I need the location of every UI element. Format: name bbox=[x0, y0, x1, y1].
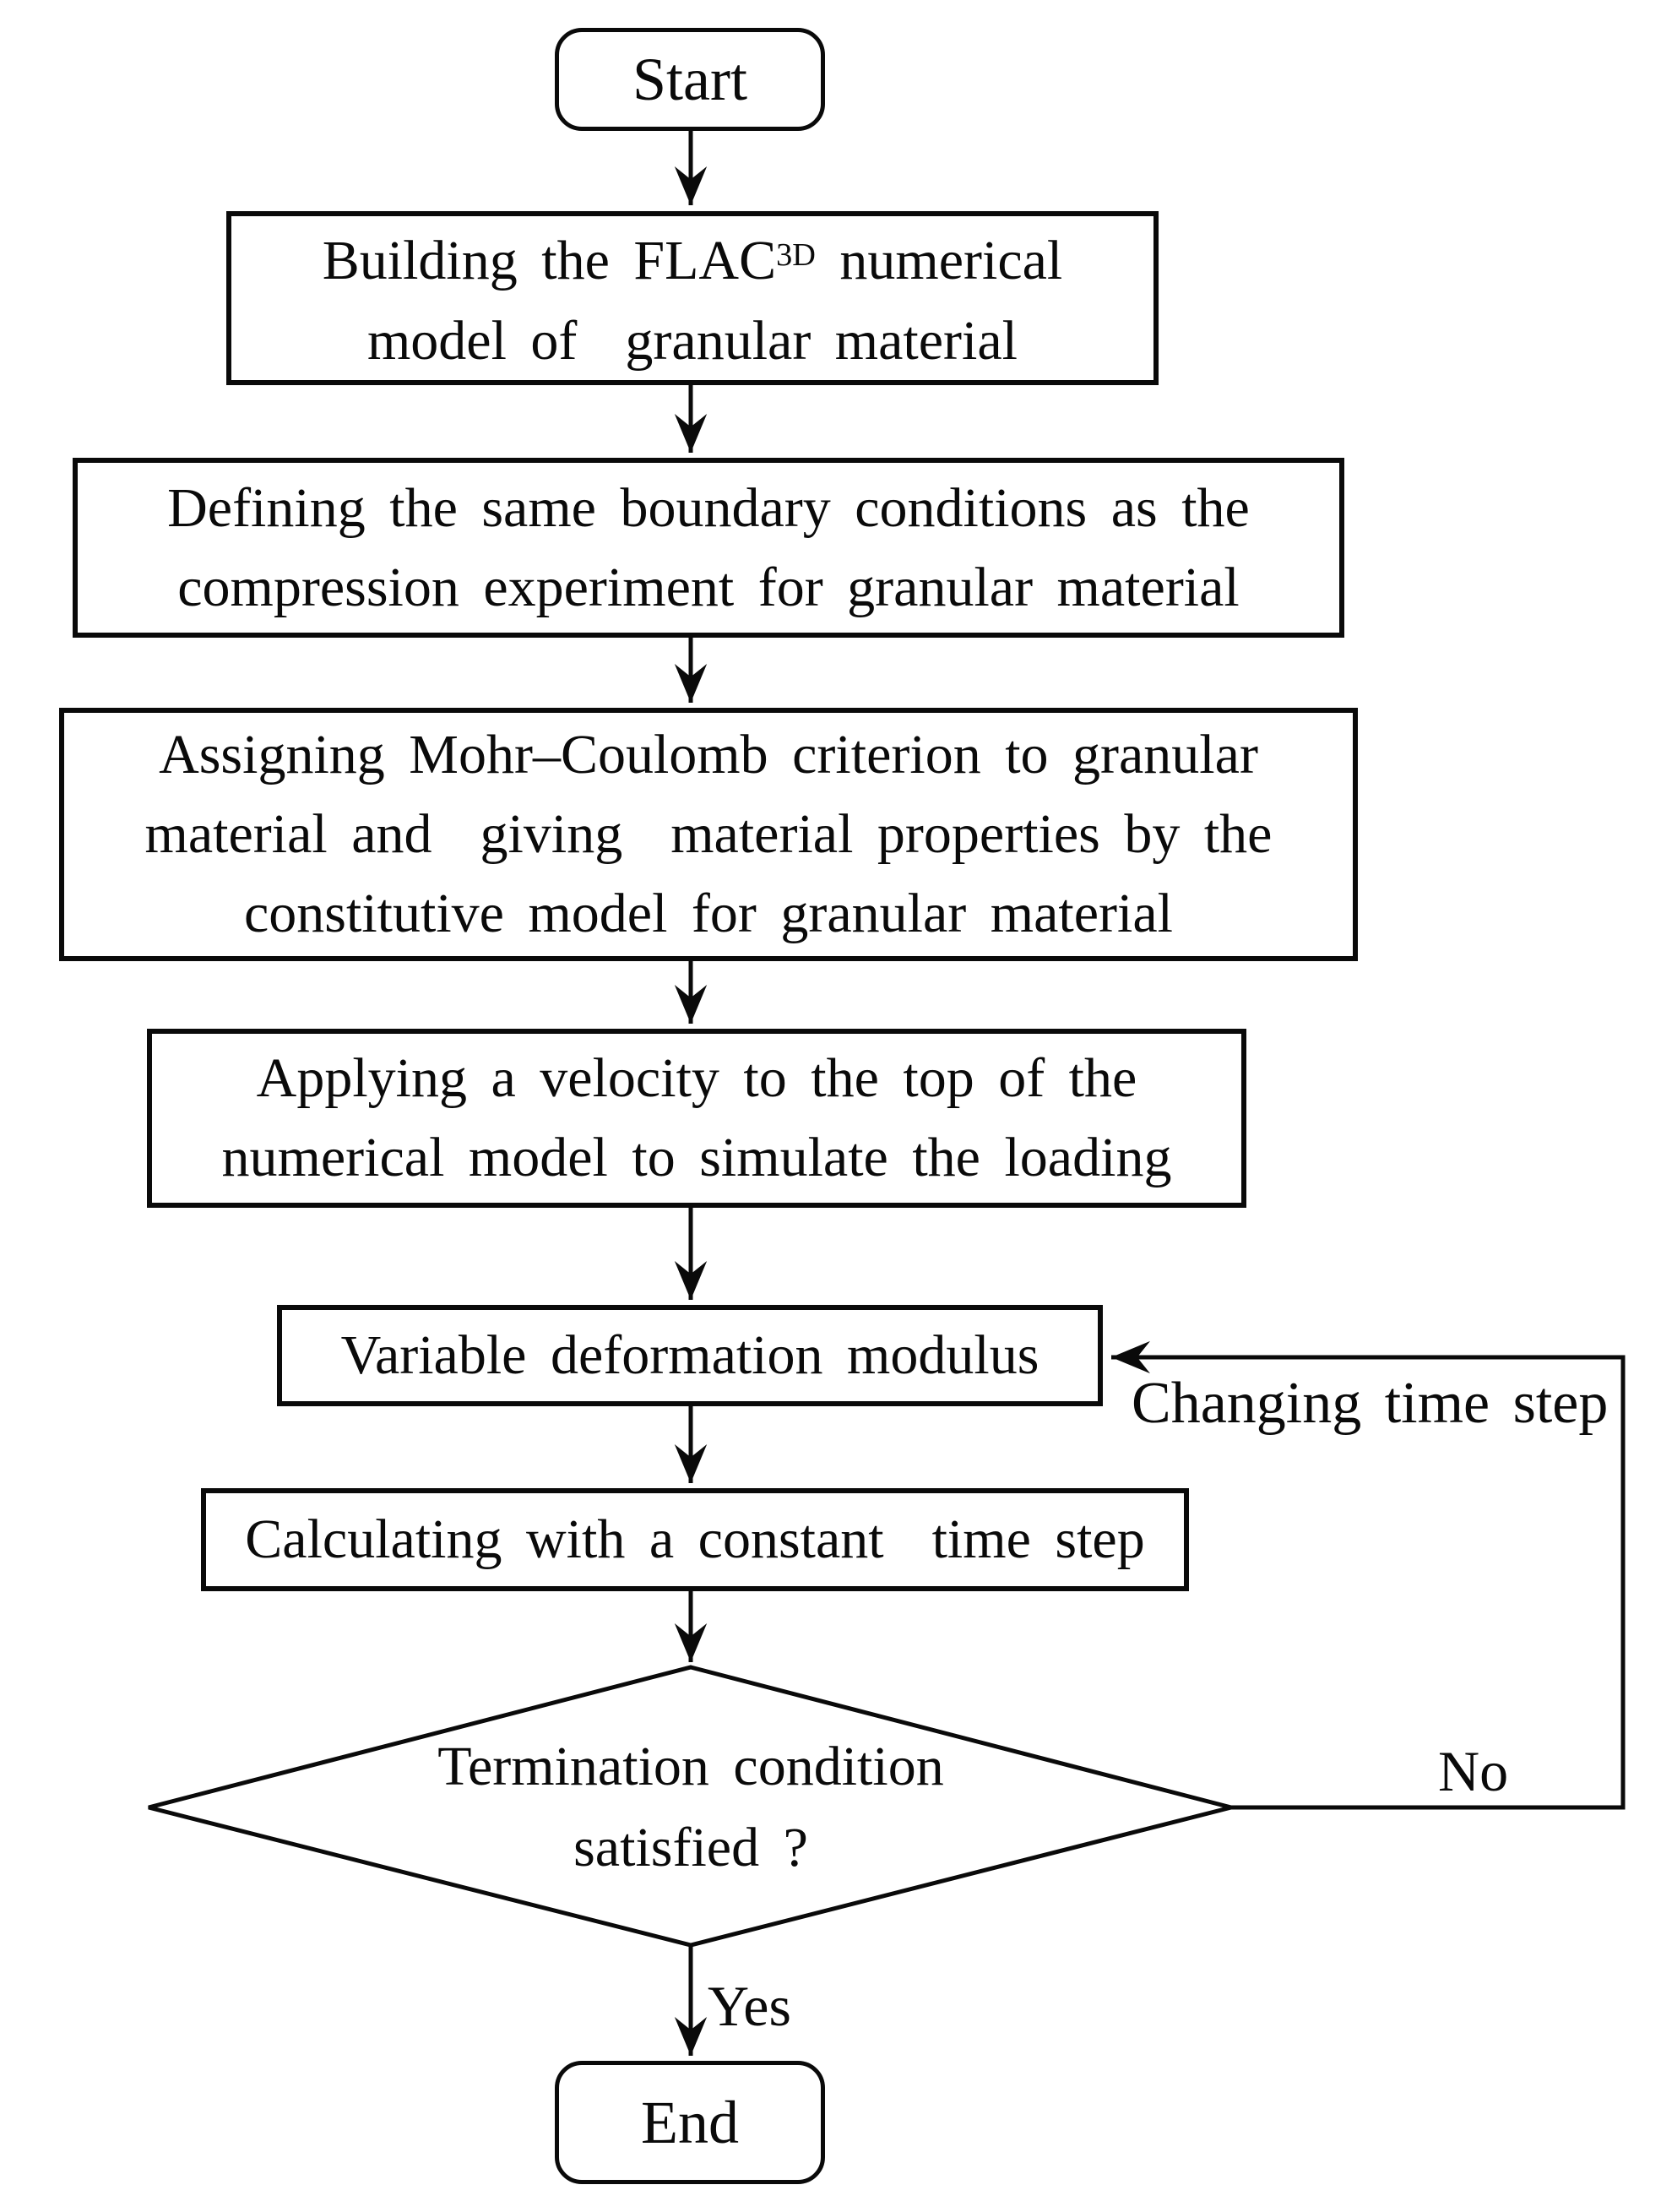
node-boundary-conditions: Defining the same boundary conditions as… bbox=[73, 458, 1344, 638]
node-decision-line2: satisfied ? bbox=[573, 1817, 808, 1878]
node-assign-line2: material and giving material properties … bbox=[144, 803, 1273, 865]
node-build-model-line1: Building the FLAC3D numerical bbox=[322, 230, 1063, 292]
node-calculate-label: Calculating with a constant time step bbox=[245, 1508, 1145, 1570]
node-end: End bbox=[555, 2061, 825, 2184]
arrow-decision-no-feedback bbox=[1111, 1340, 1626, 1810]
edge-label-no: No bbox=[1438, 1739, 1509, 1803]
node-decision-line1: Termination condition bbox=[437, 1736, 944, 1797]
node-assign-line1: Assigning Mohr–Coulomb criterion to gran… bbox=[159, 724, 1258, 785]
node-start: Start bbox=[555, 28, 825, 131]
node-calculate: Calculating with a constant time step bbox=[201, 1488, 1189, 1591]
node-variable-modulus-label: Variable deformation modulus bbox=[340, 1324, 1039, 1386]
node-build-model-line2: model of granular material bbox=[366, 309, 1018, 372]
node-decision: Termination condition satisfied ? bbox=[353, 1698, 1029, 1917]
edge-label-changing-time-step: Changing time step bbox=[1132, 1371, 1609, 1436]
node-boundary-line2: compression experiment for granular mate… bbox=[177, 556, 1240, 618]
node-boundary-line1: Defining the same boundary conditions as… bbox=[167, 476, 1250, 539]
node-end-label: End bbox=[641, 2089, 739, 2156]
node-start-label: Start bbox=[632, 46, 747, 113]
node-velocity-line1: Applying a velocity to the top of the bbox=[256, 1047, 1137, 1109]
node-velocity-line2: numerical model to simulate the loading bbox=[221, 1127, 1172, 1188]
superscript-3d: 3D bbox=[776, 237, 816, 274]
node-build-model: Building the FLAC3D numerical model of g… bbox=[226, 211, 1159, 385]
node-assign-line3: constitutive model for granular material bbox=[244, 883, 1173, 944]
node-apply-velocity: Applying a velocity to the top of the nu… bbox=[147, 1029, 1246, 1208]
edge-label-yes: Yes bbox=[708, 1974, 791, 2038]
node-assign-criterion: Assigning Mohr–Coulomb criterion to gran… bbox=[59, 708, 1358, 961]
node-variable-modulus: Variable deformation modulus bbox=[277, 1305, 1103, 1406]
